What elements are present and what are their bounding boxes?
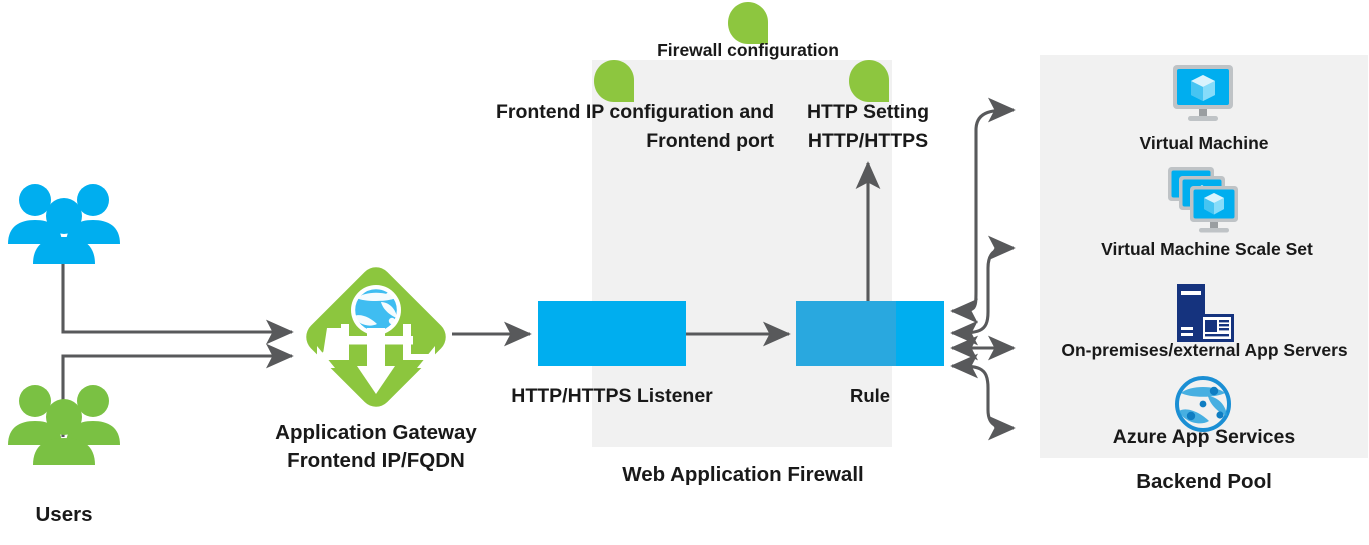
teardrop-icon-firewall-configuration — [728, 2, 768, 44]
http-listener-label: HTTP/HTTPS Listener — [511, 385, 713, 407]
rule-box-accent — [896, 301, 944, 366]
backend-item-label-vm-scale-set: Virtual Machine Scale Set — [1101, 239, 1313, 259]
backend-item-label-azure-app-services: Azure App Services — [1112, 426, 1296, 448]
connector-rule-to-virtual-machine — [950, 97, 1016, 324]
connector-rule-to-azure-app-services — [950, 353, 1016, 441]
backend-item-label-virtual-machine: Virtual Machine — [1139, 133, 1269, 153]
users-group-icon-top — [8, 184, 120, 264]
http-listener-box[interactable] — [538, 301, 686, 366]
vm-scale-set-icon — [1168, 167, 1238, 233]
application-gateway-label-line2: Frontend IP/FQDN — [287, 449, 465, 472]
rule-label: Rule — [849, 385, 891, 406]
teardrop-icon-frontend-ip — [594, 60, 634, 102]
web-application-firewall-panel — [592, 60, 892, 447]
app-server-icon — [1177, 284, 1234, 342]
users-group-icon-bottom — [8, 385, 120, 465]
backend-item-label-on-premises: On-premises/external App Servers — [1061, 340, 1348, 360]
http-setting-label-line1: HTTP Setting — [806, 101, 930, 123]
users-label: Users — [35, 503, 93, 526]
application-gateway-icon[interactable] — [297, 258, 455, 416]
http-setting-label-line2: HTTP/HTTPS — [807, 130, 929, 152]
connector-rule-to-vm-scale-set — [950, 235, 1016, 346]
firewall-configuration-label: Firewall configuration — [657, 40, 839, 60]
backend-pool-label: Backend Pool — [1136, 470, 1272, 493]
web-application-firewall-label: Web Application Firewall — [622, 463, 864, 486]
connector-users-top-to-gateway — [61, 262, 294, 345]
teardrop-icon-http-setting — [849, 60, 889, 102]
application-gateway-label-line1: Application Gateway — [275, 421, 477, 444]
virtual-machine-icon — [1173, 65, 1233, 121]
azure-app-services-icon — [1175, 376, 1231, 432]
frontend-ip-label-line2: Frontend port — [646, 130, 774, 152]
frontend-ip-label-line1: Frontend IP configuration and — [495, 101, 774, 123]
